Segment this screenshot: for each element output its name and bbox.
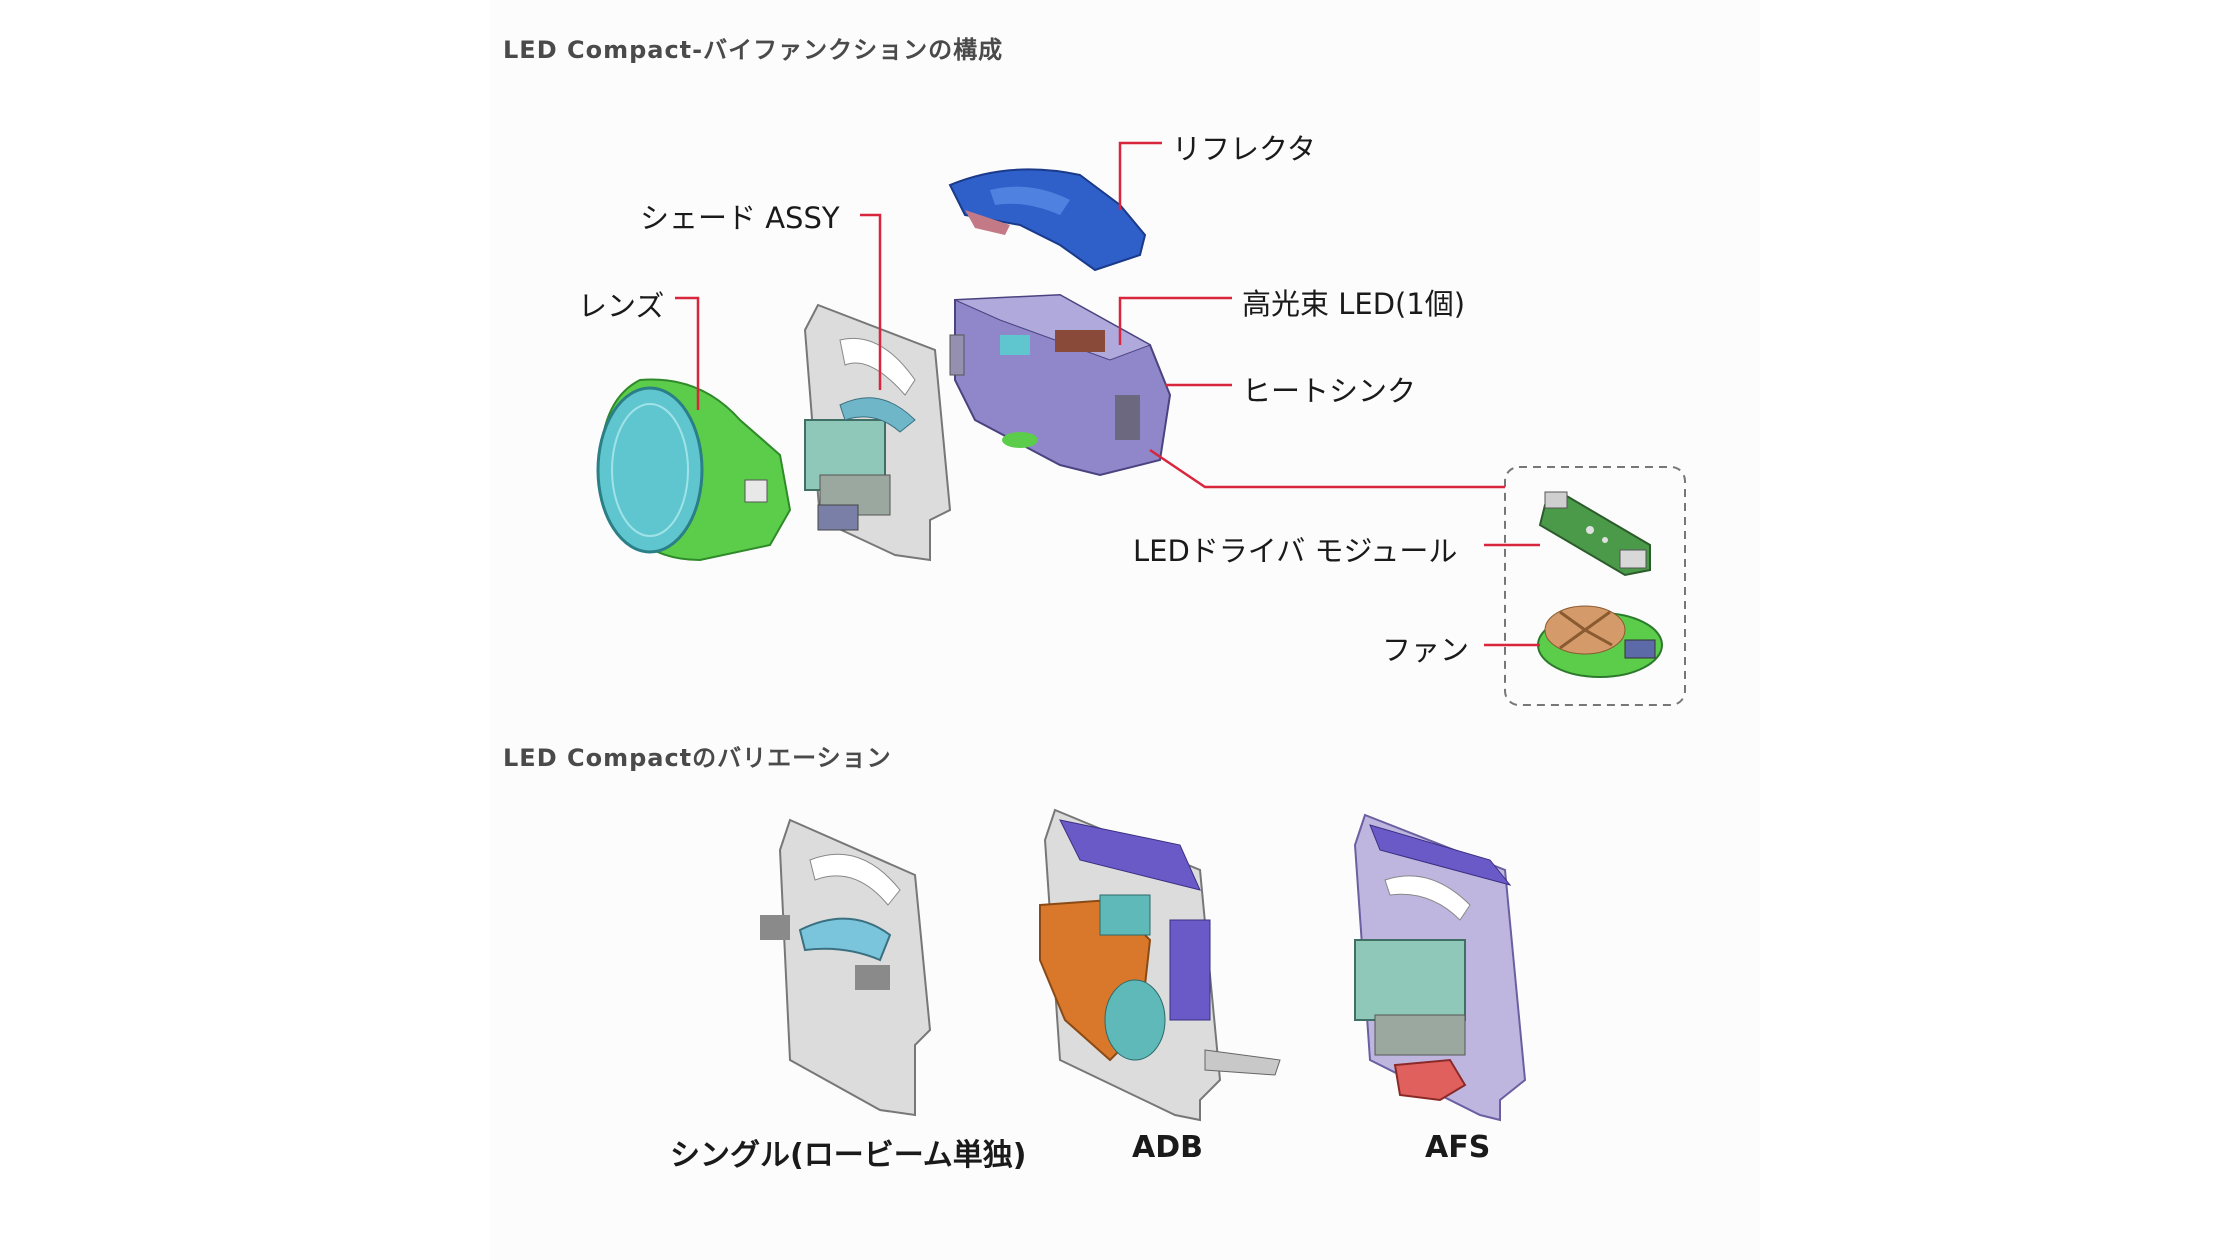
variant-label-single: シングル(ロービーム単独) bbox=[670, 1138, 1027, 1173]
variant-afs-illustration bbox=[1353, 813, 1527, 1122]
optional-parts-box bbox=[1504, 466, 1686, 706]
label-high-flux-led: 高光束 LED(1個) bbox=[1242, 287, 1466, 321]
label-reflector: リフレクタ bbox=[1172, 132, 1316, 166]
variant-adb-illustration bbox=[1039, 808, 1281, 1122]
label-lens: レンズ bbox=[578, 289, 665, 323]
section-title-composition: LED Compact-バイファンクションの構成 bbox=[503, 36, 1004, 64]
variant-single-illustration bbox=[760, 818, 932, 1117]
variant-label-afs: AFS bbox=[1425, 1130, 1491, 1165]
label-shade-assy: シェード ASSY bbox=[640, 201, 840, 235]
reflector-part bbox=[948, 168, 1147, 272]
leader-lines bbox=[675, 141, 1540, 647]
lens-part bbox=[596, 378, 792, 562]
led-driver-module-part bbox=[1538, 491, 1651, 577]
label-heatsink: ヒートシンク bbox=[1242, 374, 1417, 408]
heatsink-part bbox=[949, 293, 1172, 477]
label-fan: ファン bbox=[1382, 633, 1470, 667]
variant-label-adb: ADB bbox=[1132, 1130, 1203, 1165]
label-led-driver-module: LEDドライバ モジュール bbox=[1133, 534, 1458, 568]
fan-part bbox=[1537, 605, 1663, 678]
section-title-variations: LED Compactのバリエーション bbox=[503, 744, 892, 772]
shade-assy-part bbox=[803, 303, 952, 562]
